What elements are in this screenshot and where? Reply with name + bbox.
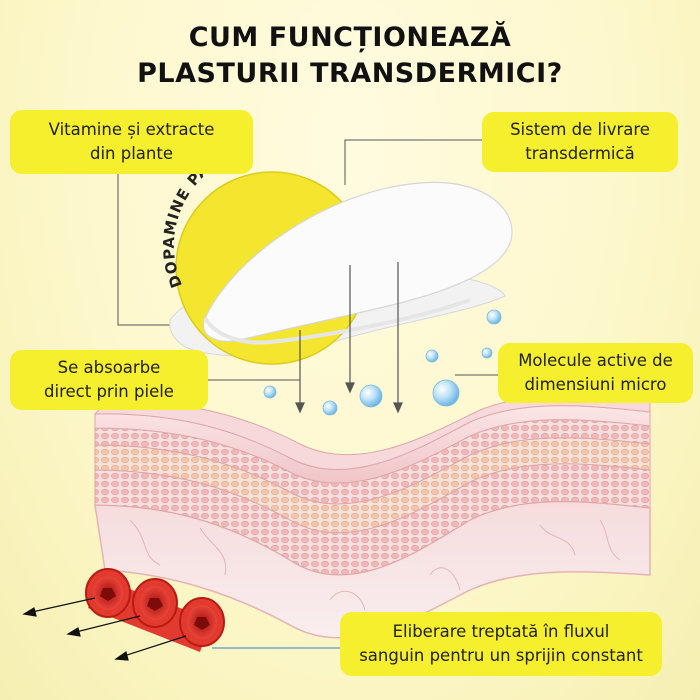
vessel-1 [85,568,131,618]
callout-molecules-line1: Molecule active de [518,351,673,370]
callout-delivery: Sistem de livrare transdermică [482,112,678,172]
molecule-bubble [481,347,493,359]
callout-release-line2: sanguin pentru un sprijin constant [359,646,643,665]
callout-absorb: Se absoarbe direct prin piele [10,350,208,410]
skin-layers [93,394,651,639]
flow-arrows [22,597,187,661]
callout-vitamins: Vitamine și extracte din plante [10,110,253,174]
vessel-2 [132,578,178,628]
callout-vitamins-line2: din plante [89,144,173,163]
blood-vessels [22,568,225,661]
micro-molecules [263,309,502,416]
callout-absorb-line1: Se absoarbe [57,358,161,377]
callout-molecules-line2: dimensiuni micro [524,375,667,394]
callout-vitamins-line1: Vitamine și extracte [48,120,215,139]
molecule-bubble [359,384,383,408]
callout-delivery-line2: transdermică [525,144,635,163]
leader-delivery [344,139,482,185]
molecule-bubble [432,379,460,407]
molecule-bubble [425,349,439,363]
patch-top-layer [202,181,513,342]
absorption-arrows [295,262,403,414]
capillaries [129,519,621,611]
title-line-1: CUM FUNCȚIONEAZĂ [188,22,512,53]
callout-delivery-line1: Sistem de livrare [510,120,650,139]
molecule-bubble [263,385,277,399]
callout-release: Eliberare treptată în fluxul sanguin pen… [340,612,662,676]
callout-release-line1: Eliberare treptată în fluxul [392,622,610,641]
molecule-bubble [322,400,338,416]
molecule-bubble [486,309,502,325]
vessel-3 [179,597,225,647]
patch: DOPAMINE PATCH [160,141,513,365]
callout-molecules: Molecule active de dimensiuni micro [498,343,693,403]
title-line-2: PLASTURII TRANSDERMICI? [137,58,563,89]
callout-absorb-line2: direct prin piele [44,382,174,401]
